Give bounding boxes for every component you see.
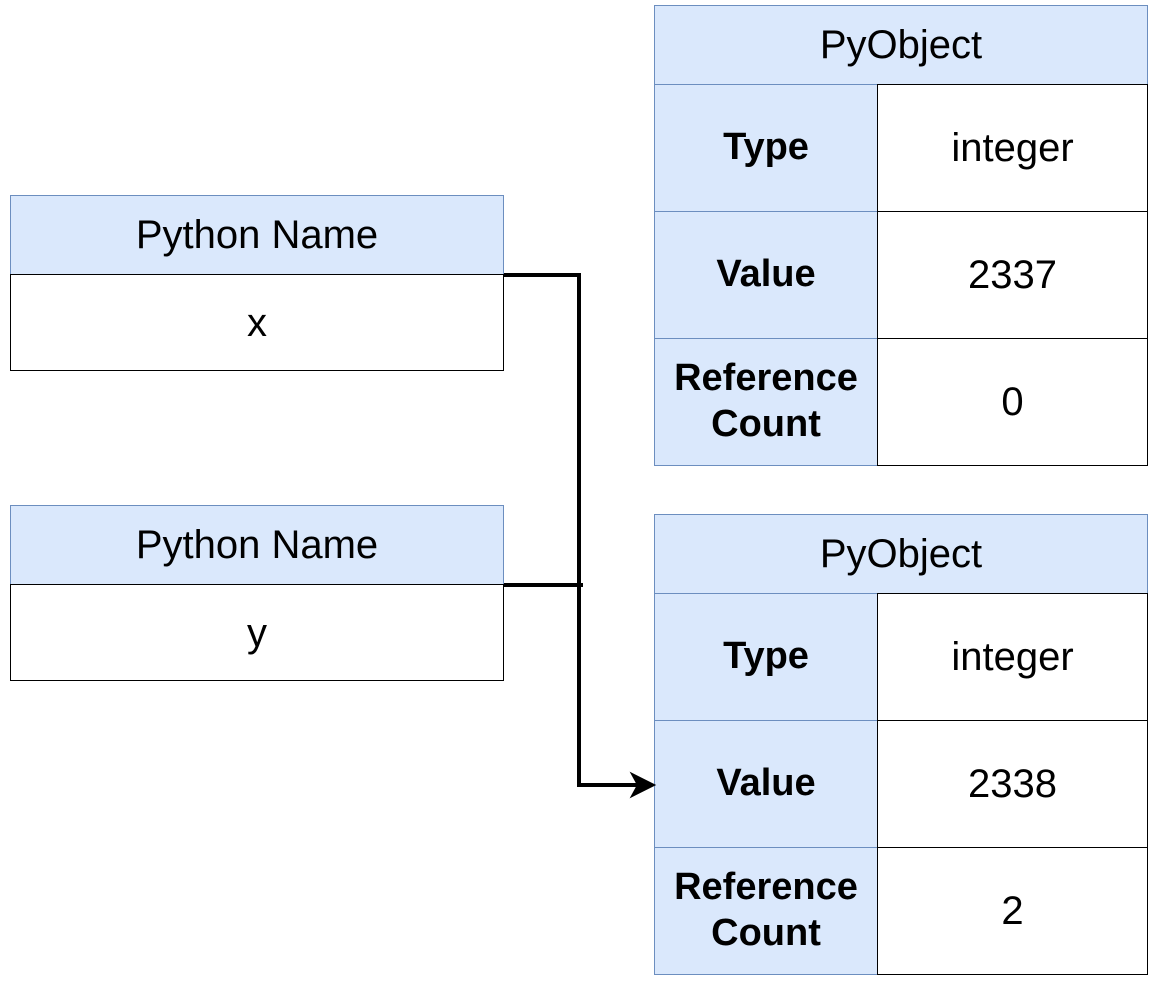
value-key-cell: Value — [654, 720, 878, 848]
value-key-cell: Value — [654, 211, 878, 339]
type-value-cell: integer — [877, 84, 1148, 212]
value-value-cell: 2337 — [877, 211, 1148, 339]
reference-count-key-cell: Reference Count — [654, 847, 878, 975]
python-name-header: Python Name — [10, 505, 504, 585]
arrowhead-icon — [629, 771, 657, 799]
connector-x-to-pyobject-2 — [504, 273, 640, 787]
reference-count-key-cell: Reference Count — [654, 338, 878, 466]
type-value-cell: integer — [877, 593, 1148, 721]
python-name-header: Python Name — [10, 195, 504, 275]
python-name-value: x — [10, 274, 504, 371]
reference-count-value-cell: 2 — [877, 847, 1148, 975]
python-name-value: y — [10, 584, 504, 681]
type-key-cell: Type — [654, 593, 878, 721]
reference-count-value-cell: 0 — [877, 338, 1148, 466]
value-value-cell: 2338 — [877, 720, 1148, 848]
